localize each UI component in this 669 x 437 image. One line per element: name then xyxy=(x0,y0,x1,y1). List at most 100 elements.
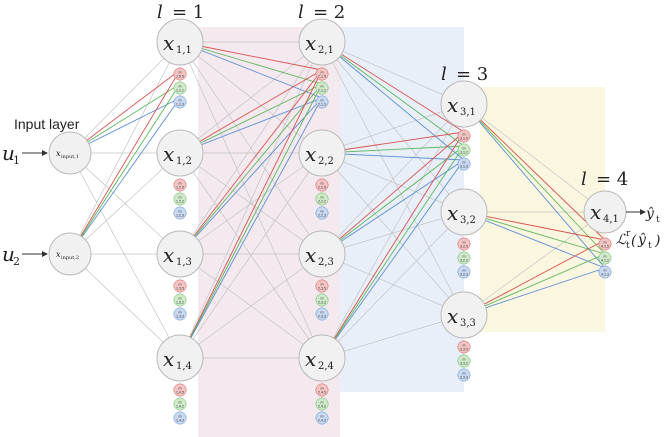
param-badge-2-3-1-index: 2,3,5 xyxy=(318,287,326,291)
node-x-2-3-sub: 2,3 xyxy=(318,257,334,268)
edge-l2-l3-2-2 xyxy=(321,152,465,213)
edge-hl-l2n2-l3-2 xyxy=(321,152,465,161)
param-badge-3-2-3-index: 3,2,3 xyxy=(460,273,468,277)
param-badge-2-1-1-letter: m xyxy=(321,71,324,75)
node-x-4-1-var: x xyxy=(590,200,601,224)
node-x-1-1-var: x xyxy=(163,31,174,55)
input-u1-var: u xyxy=(2,141,15,165)
edge-hl-l3n2-l4-1 xyxy=(463,211,606,255)
node-x-3-1-sub: 3,1 xyxy=(460,107,476,118)
edge-l2-l3-2-3 xyxy=(321,152,465,316)
node-x-3-3: x 3,3 xyxy=(440,291,488,339)
edge-in-l1-2-4 xyxy=(69,253,181,359)
edge-hl-l3n1-l4-0 xyxy=(463,103,606,241)
param-badge-3-2-1-index: 3,2,5 xyxy=(460,245,468,249)
edge-hl-l1n1-l2-1 xyxy=(179,41,323,85)
node-x-2-1: x 2,1 xyxy=(298,18,346,66)
edge-hl-l1n3-l2-2 xyxy=(179,97,323,255)
edge-in-l1-2-1 xyxy=(69,41,181,255)
param-badge-1-4-2-letter: m xyxy=(179,401,182,405)
node-x-1-2-sub: 1,2 xyxy=(176,156,192,167)
layer-label-4-var: l xyxy=(581,169,587,190)
edge-hl-l3n3-l4-2 xyxy=(463,267,606,316)
node-x-2-2-sub: 2,2 xyxy=(318,156,334,167)
node-x-2-1-sub: 2,1 xyxy=(318,45,334,56)
edge-hl-l3n3-l4-0 xyxy=(463,239,606,316)
param-badge-2-4-2-index: 2,4,2 xyxy=(318,405,326,409)
param-badge-2-4-3-index: 2,4,3 xyxy=(318,419,326,423)
param-badge-3-2-2: m3,2,2 xyxy=(457,251,471,265)
input-node-1: x input,1 xyxy=(48,131,92,175)
param-badge-1-2-1: m1,2,5 xyxy=(173,178,187,192)
edge-hl-in1-l1-0 xyxy=(69,69,181,154)
output-arrow-head xyxy=(640,209,646,215)
node-x-3-1-var: x xyxy=(447,93,458,117)
layer-label-3-eq: = 3 xyxy=(456,64,488,85)
node-x-1-4-var: x xyxy=(163,347,174,371)
param-badge-2-2-1-letter: m xyxy=(321,182,324,186)
node-x-3-2: x 3,2 xyxy=(440,188,488,236)
edge-hl-l2n1-l3-1 xyxy=(321,41,465,147)
param-badge-2-1-2-index: 2,1,2 xyxy=(318,89,326,93)
node-x-1-2-var: x xyxy=(163,142,174,166)
input-node-1-var: x xyxy=(56,149,61,158)
param-badge-2-3-2-index: 2,3,2 xyxy=(318,301,326,305)
param-badge-1-2-2: m1,2,2 xyxy=(173,192,187,206)
param-badge-2-3-3-index: 2,3,3 xyxy=(318,315,326,319)
input-u2: u 2 xyxy=(2,242,20,268)
param-badge-3-1-1-index: 3,1,5 xyxy=(460,137,468,141)
param-badge-1-4-3-index: 1,4,3 xyxy=(176,419,184,423)
param-badge-4-1-2-letter: m xyxy=(604,255,607,259)
param-badge-3-2-3: m3,2,3 xyxy=(457,265,471,279)
param-badge-1-3-1-index: 1,3,5 xyxy=(176,287,184,291)
layer-label-4-eq: = 4 xyxy=(596,169,628,190)
edge-hl-l1n3-l2-0 xyxy=(179,69,323,255)
param-badge-3-2-3-letter: m xyxy=(463,269,466,273)
param-badge-1-1-2-letter: m xyxy=(179,85,182,89)
edge-hl-l3n3-l4-1 xyxy=(463,253,606,316)
param-badge-1-3-2-index: 1,3,2 xyxy=(176,301,184,305)
input-u1: u 1 xyxy=(2,141,20,167)
edge-hl-l2n4-l3-0 xyxy=(321,131,465,359)
edge-hl-l2n2-l3-0 xyxy=(321,131,465,154)
node-x-3-1: x 3,1 xyxy=(440,80,488,128)
edge-hl-l3n1-l4-1 xyxy=(463,103,606,255)
param-badge-3-3-3-index: 3,3,3 xyxy=(460,376,468,380)
param-badge-2-3-2: m2,3,2 xyxy=(315,293,329,307)
param-badge-2-2-3-letter: m xyxy=(321,210,324,214)
node-x-1-3: x 1,3 xyxy=(156,230,204,278)
param-badge-1-4-3-letter: m xyxy=(179,415,182,419)
param-badge-1-1-1-letter: m xyxy=(179,71,182,75)
input-u2-var: u xyxy=(2,242,15,266)
param-badge-3-2-2-letter: m xyxy=(463,255,466,259)
param-badge-4-1-2-index: 4,1,2 xyxy=(601,259,609,263)
param-badge-1-2-1-index: 1,2,5 xyxy=(176,186,184,190)
param-badge-3-1-3: m3,1,3 xyxy=(457,157,471,171)
param-badge-2-1-2: m2,1,2 xyxy=(315,81,329,95)
layer-label-1: l = 1 xyxy=(157,2,204,23)
param-badge-1-3-2-letter: m xyxy=(179,297,182,301)
output-prediction: ŷ t xyxy=(645,205,660,225)
layer-label-1-eq: = 1 xyxy=(172,2,204,23)
input-node-1-sub: input,1 xyxy=(61,154,79,160)
param-badge-1-4-1-letter: m xyxy=(179,387,182,391)
param-badge-1-3-3: m1,3,3 xyxy=(173,307,187,321)
param-badge-2-1-1-index: 2,1,5 xyxy=(318,75,326,79)
edge-hl-in2-l1-1 xyxy=(69,83,181,255)
input-node-2-var: x xyxy=(56,250,61,259)
input-arrow-1-head xyxy=(42,150,48,156)
edge-l1-l2-4-1 xyxy=(179,41,323,359)
output-y-sub: t xyxy=(656,215,660,225)
node-x-1-1-sub: 1,1 xyxy=(176,45,192,56)
edge-hl-l1n4-l2-2 xyxy=(179,97,323,359)
output-loss: ℒ r t ( ŷ t ) xyxy=(616,229,660,251)
node-x-2-3-var: x xyxy=(305,243,316,267)
node-x-1-2: x 1,2 xyxy=(156,129,204,177)
edge-l2-l3-1-1 xyxy=(321,41,465,105)
param-badge-1-4-1: m1,4,5 xyxy=(173,383,187,397)
param-badge-2-3-1: m2,3,5 xyxy=(315,279,329,293)
param-badge-2-2-1-index: 2,2,5 xyxy=(318,186,326,190)
output-loss-symbol: ℒ xyxy=(616,232,627,248)
param-badge-4-1-1: m4,1,5 xyxy=(598,237,612,251)
